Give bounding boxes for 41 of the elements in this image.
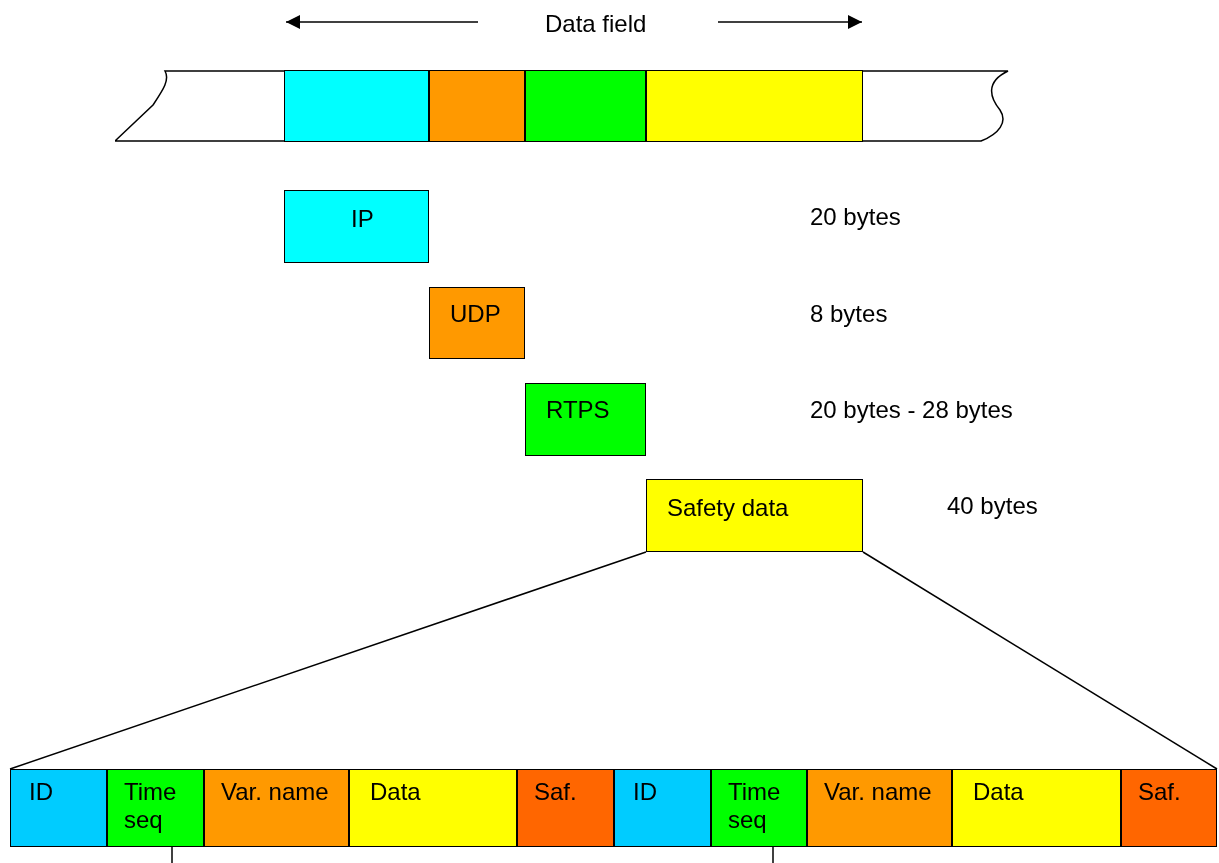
size-label: 20 bytes	[810, 203, 901, 231]
field-cell	[1121, 769, 1217, 847]
header-box	[525, 383, 646, 456]
field-cell	[952, 769, 1121, 847]
header-box	[646, 479, 863, 552]
segment-box	[284, 70, 429, 142]
field-cell	[107, 769, 204, 847]
field-name: Data	[370, 778, 422, 806]
packet-strip	[115, 70, 1010, 142]
field-name: UDP	[450, 300, 502, 328]
segment-box	[646, 70, 863, 142]
field-cell	[10, 769, 107, 847]
leader-line	[862, 551, 1218, 770]
header-box	[429, 287, 525, 359]
dimension-label: Data field	[545, 10, 647, 38]
field-cell	[349, 769, 517, 847]
size-label: 20 bytes - 28 bytes	[810, 396, 1013, 424]
field-name: Time seq	[728, 778, 782, 834]
field-name: ID	[633, 778, 658, 806]
field-name: Var. name	[221, 778, 330, 806]
header-box	[284, 190, 429, 263]
field-cell	[517, 769, 614, 847]
field-name: IP	[351, 205, 375, 233]
field-name: RTPS	[546, 396, 611, 424]
field-name: Saf.	[1138, 778, 1182, 806]
field-cell	[711, 769, 807, 847]
field-name: ID	[29, 778, 54, 806]
field-name: Saf.	[534, 778, 578, 806]
field-cell	[204, 769, 349, 847]
field-name: Var. name	[824, 778, 933, 806]
safety-data-row	[10, 769, 1217, 847]
segment-box	[525, 70, 646, 142]
field-name: Time seq	[124, 778, 178, 834]
size-label: 8 bytes	[810, 300, 888, 328]
segment-box	[429, 70, 525, 142]
field-name: Safety data	[667, 494, 790, 522]
field-cell	[614, 769, 711, 847]
field-cell	[807, 769, 952, 847]
field-name: Data	[973, 778, 1025, 806]
size-label: 40 bytes	[947, 492, 1038, 520]
leader-line	[9, 551, 647, 770]
